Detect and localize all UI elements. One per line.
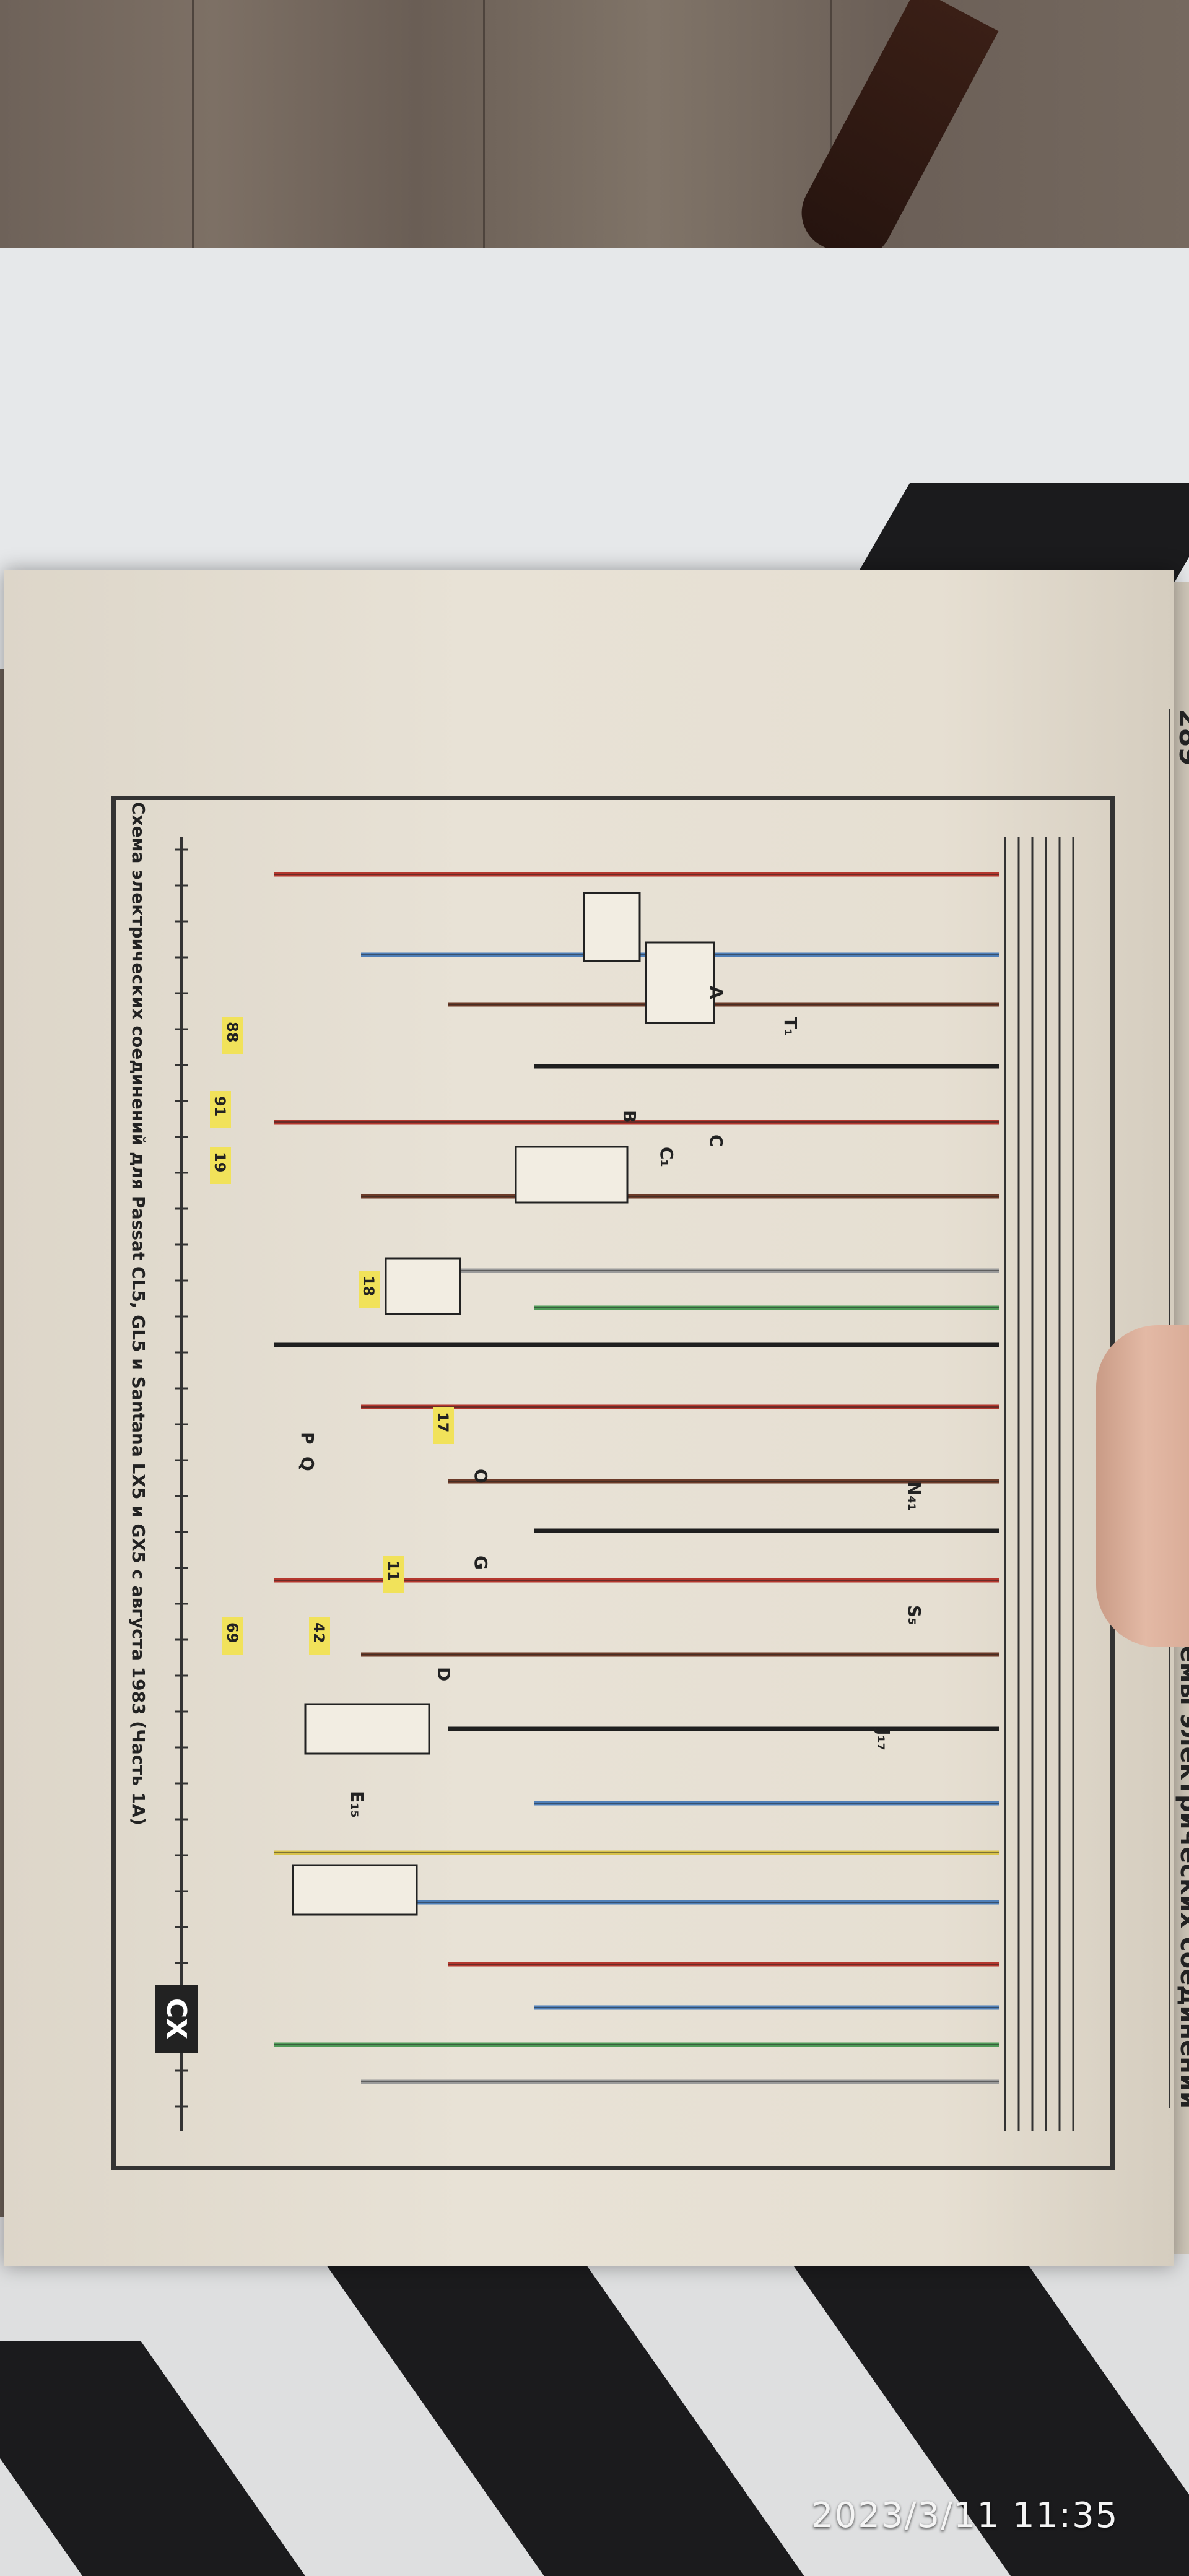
page-number: 289 xyxy=(1173,709,1189,766)
ref-number: 69 xyxy=(224,1622,241,1643)
photo-timestamp: 2023/3/11 11:35 xyxy=(811,2496,1119,2536)
component-label: A xyxy=(706,986,726,999)
ref-highlight xyxy=(383,1556,404,1593)
connector-box xyxy=(515,1146,629,1204)
component-label: S₅ xyxy=(904,1605,925,1625)
ref-highlight xyxy=(222,1617,243,1655)
component-label: J₁₇ xyxy=(873,1729,894,1751)
component-label: G xyxy=(471,1556,491,1570)
component-label: C₁ xyxy=(656,1147,677,1167)
battery-box xyxy=(645,941,715,1024)
component-label: E₁₅ xyxy=(347,1791,367,1818)
ref-highlight xyxy=(433,1407,454,1444)
ref-highlight xyxy=(210,1091,231,1128)
finger xyxy=(1096,1325,1189,1647)
component-label: C xyxy=(706,1134,726,1147)
ref-number: 11 xyxy=(385,1560,402,1581)
relay-box xyxy=(583,892,641,962)
ref-number: 91 xyxy=(211,1096,229,1116)
floor-seam xyxy=(192,0,194,322)
ref-number: 42 xyxy=(310,1622,328,1643)
rotated-page-content: 289 Схемы электрических соединений 88 91 1… xyxy=(74,697,1189,2170)
component-label: T₁ xyxy=(780,1017,801,1037)
floor-seam xyxy=(483,0,485,322)
diagram-caption: Схема электрических соединений для Passa… xyxy=(128,802,149,1825)
component-label: N₄₁ xyxy=(904,1481,925,1511)
ref-number: 19 xyxy=(211,1152,229,1172)
component-label: D xyxy=(433,1667,454,1682)
ref-highlight xyxy=(359,1271,380,1308)
ref-number: 17 xyxy=(434,1412,451,1432)
switch-box xyxy=(304,1703,430,1755)
instrument-box xyxy=(385,1257,461,1315)
ref-highlight xyxy=(309,1617,330,1655)
component-label: B xyxy=(619,1110,640,1123)
book-page xyxy=(4,570,1174,2266)
component-label: Q xyxy=(297,1456,318,1471)
wiring-diagram: 88 91 19 18 17 11 42 69 xyxy=(175,837,1074,2131)
control-box xyxy=(292,1864,418,1916)
component-label: O xyxy=(471,1469,491,1484)
ref-highlight xyxy=(222,1017,243,1054)
section-tab: CX xyxy=(155,1985,198,2053)
ref-number: 88 xyxy=(224,1022,241,1042)
ref-highlight xyxy=(210,1147,231,1184)
running-head-title: Схемы электрических соединений xyxy=(1175,1611,1189,2108)
ref-number: 18 xyxy=(360,1276,377,1296)
component-label: P xyxy=(297,1432,318,1445)
